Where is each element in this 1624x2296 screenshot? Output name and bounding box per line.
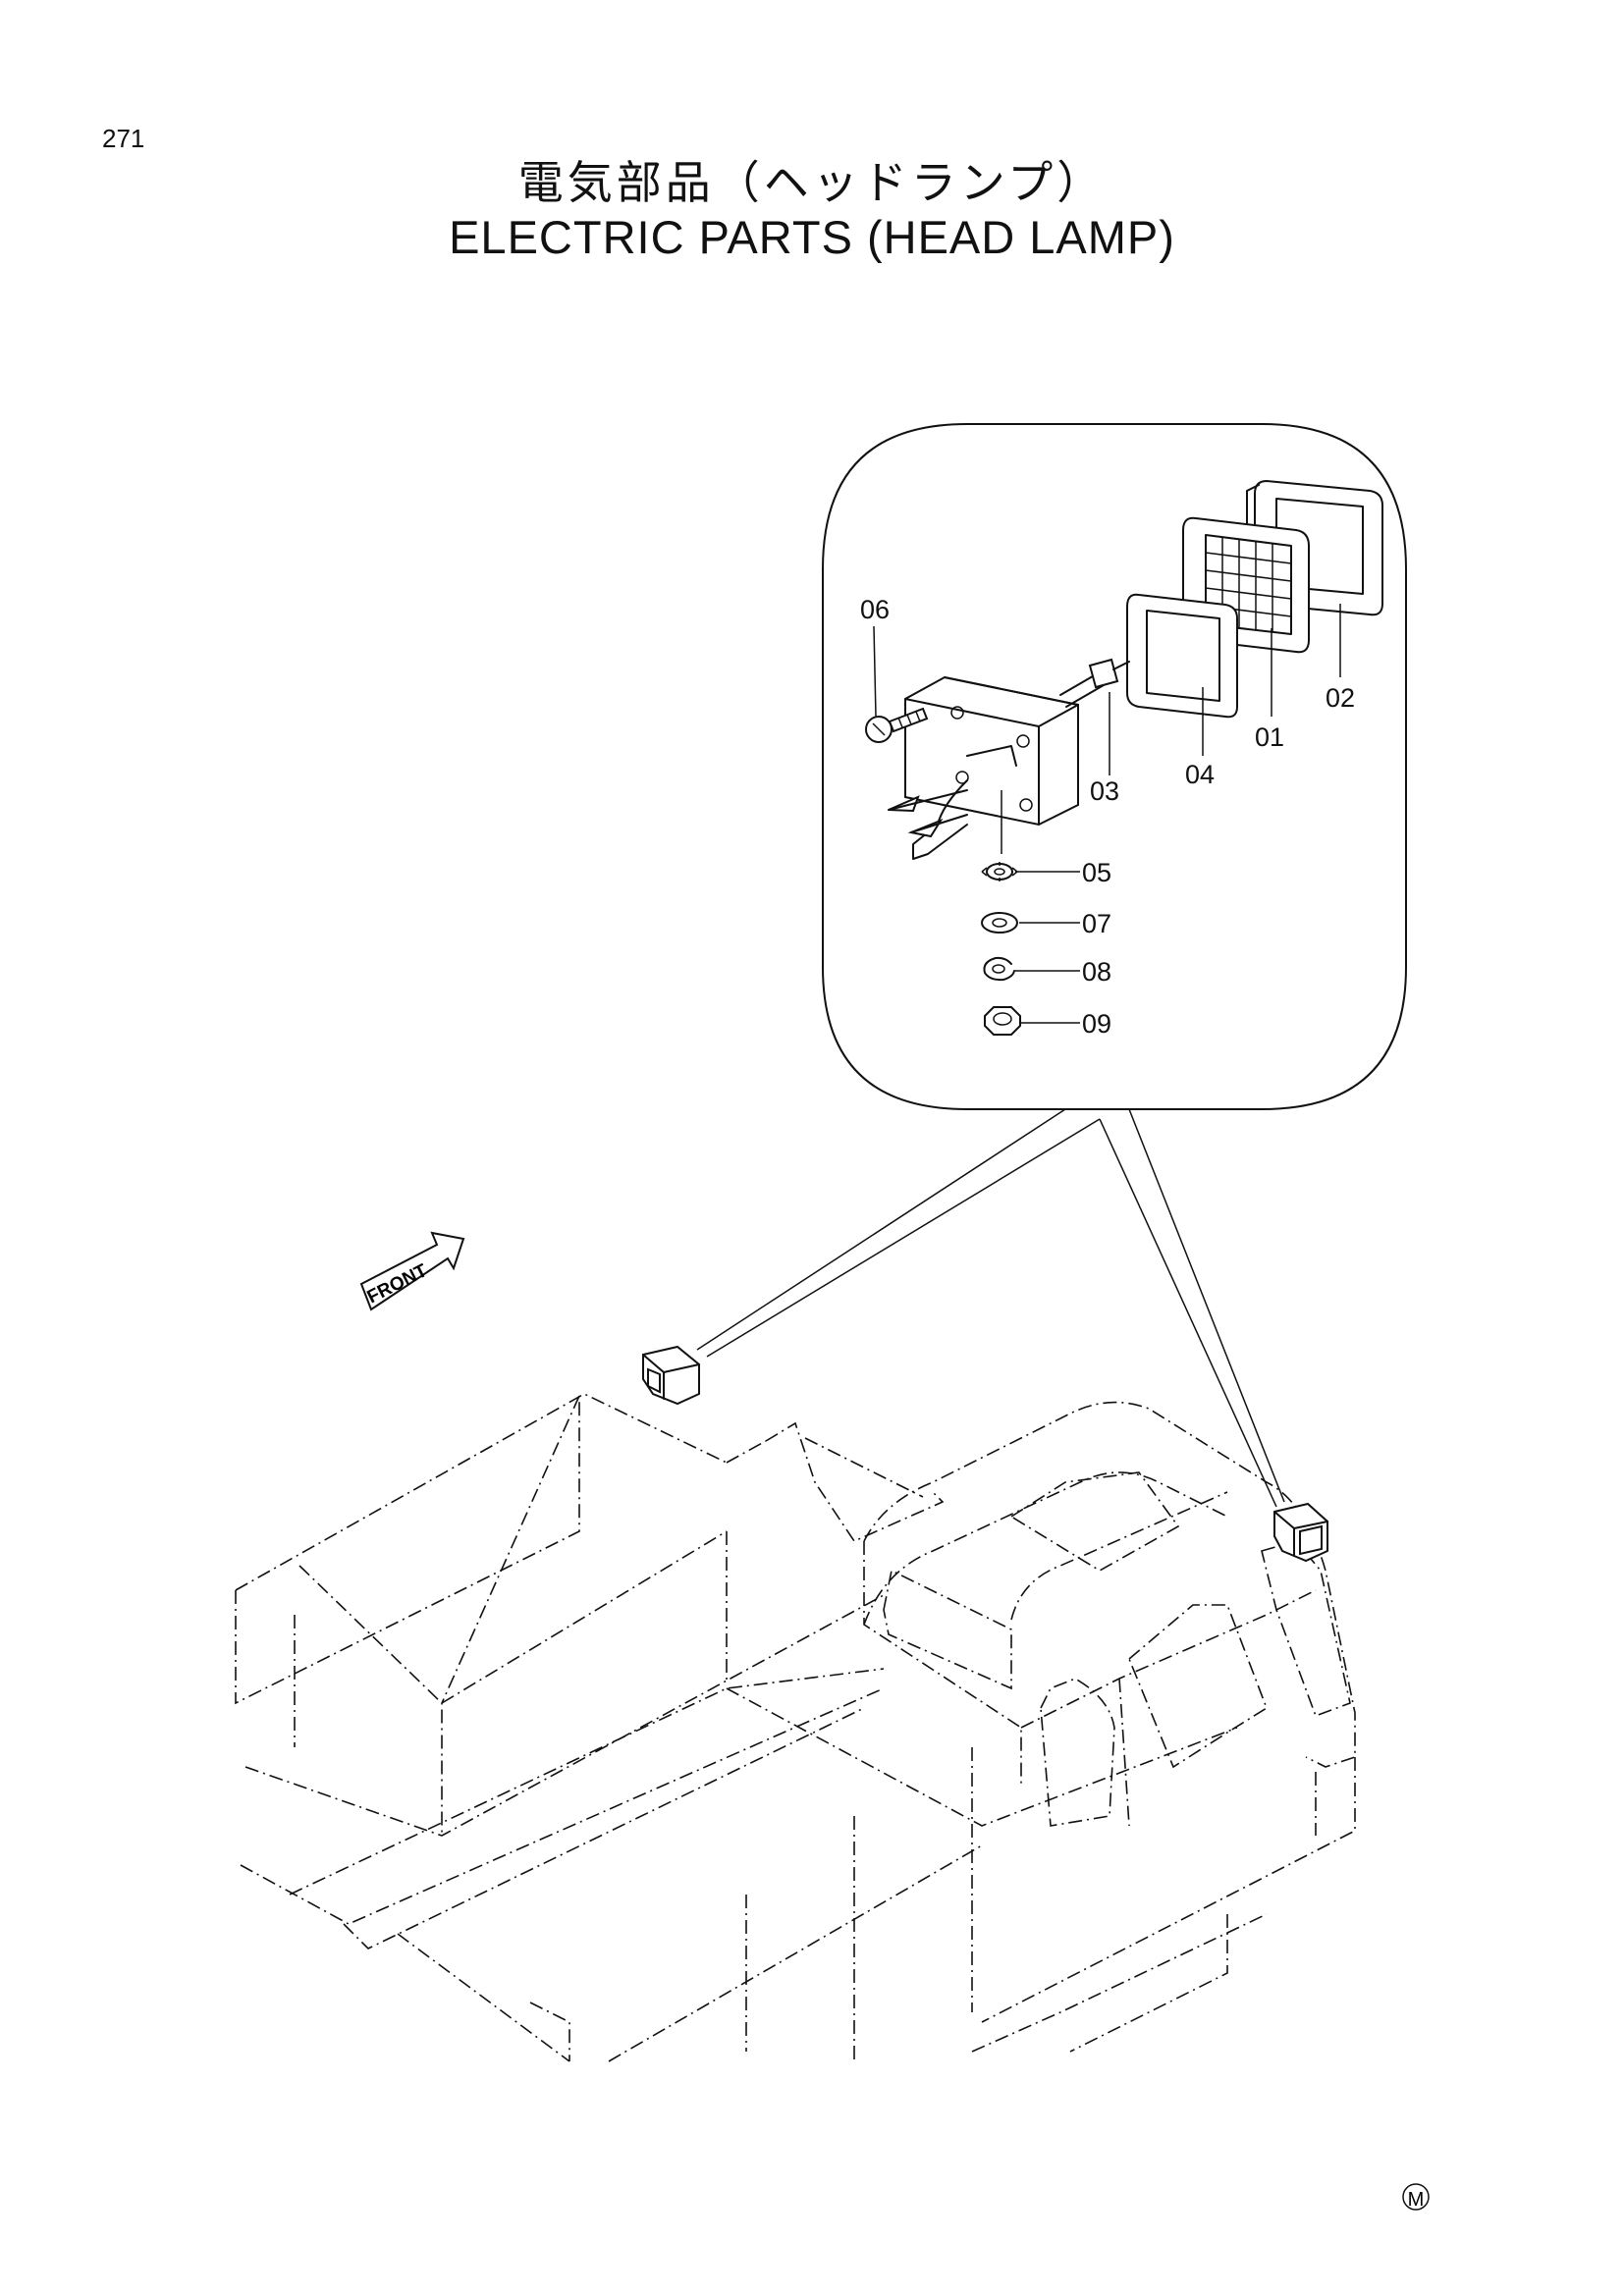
front-arrow-icon: FRONT: [359, 1231, 465, 1311]
lamp-body-part: [888, 658, 1130, 860]
callout-label: 09: [1082, 1009, 1111, 1039]
star-washer-part: [981, 862, 1018, 881]
callout-label: 01: [1255, 722, 1284, 752]
page-title-japanese: 電気部品（ヘッドランプ）: [517, 156, 1107, 209]
hex-nut-part: [984, 1006, 1021, 1036]
callout-label: 08: [1082, 957, 1111, 987]
page-title: ELECTRIC PARTS (HEAD LAMP): [449, 211, 1175, 263]
page-number: 271: [102, 124, 145, 153]
callout-label: 07: [1082, 909, 1111, 938]
callout-leaders: [873, 604, 1341, 1024]
screw-part: [865, 707, 929, 743]
manufacturer-mark-icon: M: [1402, 2183, 1430, 2211]
bubble-leader-lines: [696, 1108, 1285, 1508]
callout-label: 03: [1090, 776, 1119, 806]
spring-washer-part: [983, 956, 1015, 982]
head-lamp-left: [642, 1345, 700, 1406]
manufacturer-mark: M: [1408, 2189, 1425, 2211]
bezel-ring-part: [1126, 593, 1238, 719]
head-lamp-right: [1273, 1502, 1328, 1563]
detail-bubble: [822, 423, 1407, 1110]
callout-label: 02: [1326, 683, 1355, 713]
callout-label: 05: [1082, 858, 1111, 887]
machine-body: [235, 1393, 1356, 2062]
flat-washer-part: [981, 912, 1018, 934]
callout-label: 06: [860, 595, 890, 624]
callout-label: 04: [1185, 760, 1215, 789]
